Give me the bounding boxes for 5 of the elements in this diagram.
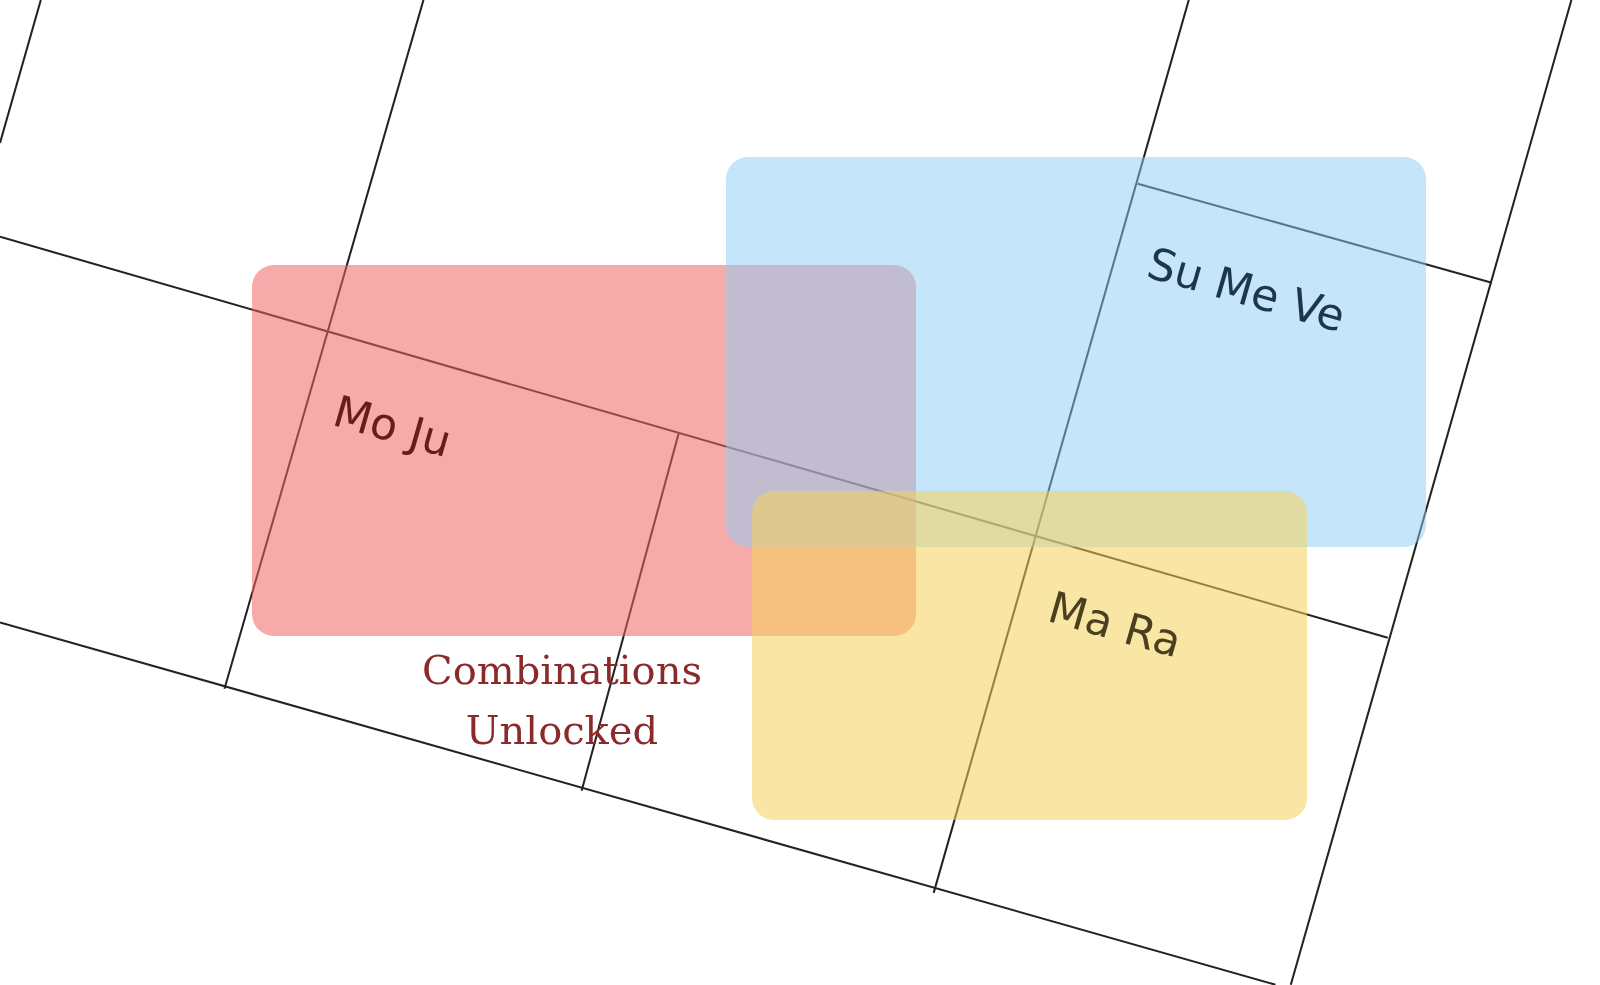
region-label: Mo Ju xyxy=(327,385,458,468)
region-label: Su Me Ve xyxy=(1141,237,1351,342)
region-label: Ma Ra xyxy=(1042,581,1188,668)
region-box xyxy=(726,157,1426,547)
region-box xyxy=(752,491,1307,820)
